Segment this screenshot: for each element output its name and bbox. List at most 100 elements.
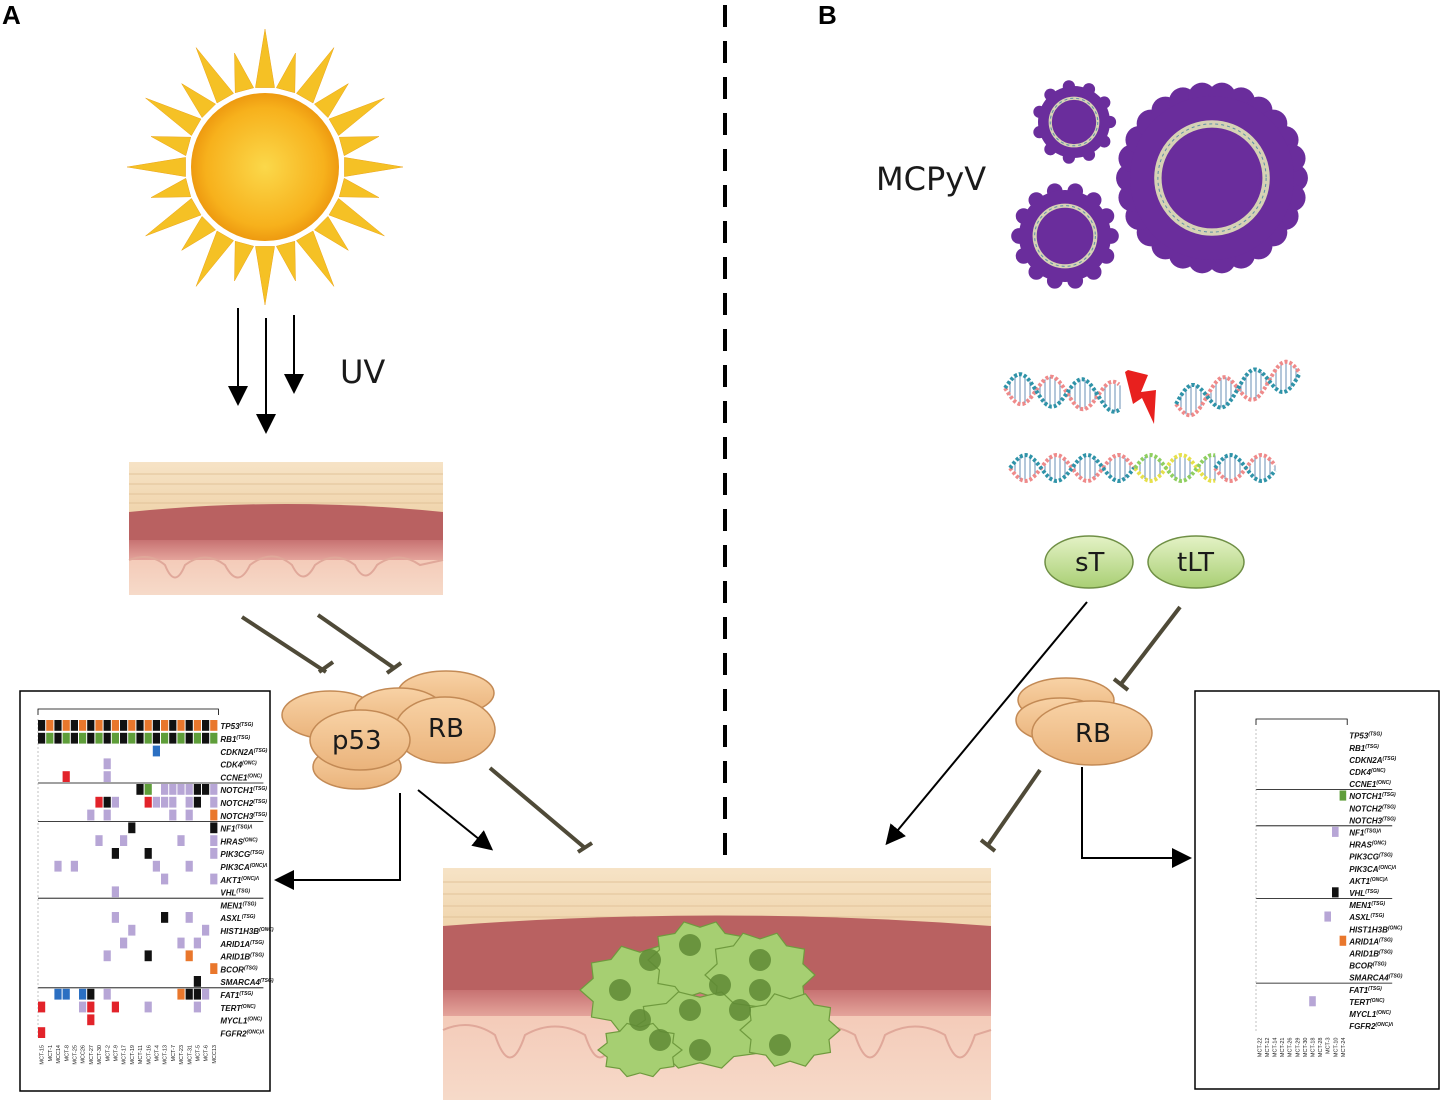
mutation-cell <box>185 732 193 744</box>
rb-inhibition-arrow <box>488 766 594 854</box>
mutation-cell <box>103 988 111 1000</box>
mutation-cell <box>161 796 169 808</box>
mutation-cell <box>177 835 185 846</box>
mutation-cell <box>152 860 160 872</box>
gene-label: MEN1(TSG) <box>1349 901 1385 910</box>
gene-label: ARID1A(TSG) <box>1348 937 1393 946</box>
sample-label: MCT-2 <box>105 1045 111 1062</box>
sample-label: MCT-11 <box>138 1045 144 1064</box>
sample-label: MCT-30 <box>97 1045 103 1065</box>
mutation-cell <box>193 796 201 808</box>
sample-label: MCT-7 <box>171 1045 177 1062</box>
mutation-cell <box>193 784 201 795</box>
gene-label: SMARCA4(TSG) <box>220 978 274 987</box>
uv-label: UV <box>340 353 385 391</box>
mutation-cell <box>136 784 144 795</box>
mutation-cell <box>210 835 218 846</box>
mutation-cell <box>210 784 218 795</box>
gene-label: NOTCH3(TSG) <box>1349 816 1396 825</box>
p53-rb-complex <box>281 670 496 790</box>
mutation-cell <box>161 732 169 744</box>
gene-label: NOTCH2(TSG) <box>220 799 267 808</box>
mutation-cell <box>144 732 152 744</box>
mutation-cell <box>128 720 136 731</box>
gene-label: HRAS(ONC) <box>1349 841 1386 850</box>
mutation-cell <box>210 873 218 885</box>
sample-label: MCC13 <box>212 1045 218 1064</box>
sample-label: MCT-12 <box>1265 1038 1271 1058</box>
mutation-cell <box>169 732 177 744</box>
gene-label: SMARCA4(TSG) <box>1349 974 1403 983</box>
mutation-cell <box>95 835 103 846</box>
mutation-cell <box>120 732 128 744</box>
mutation-cell <box>210 848 218 859</box>
sample-label: MCT-27 <box>89 1045 95 1065</box>
mutation-cell <box>177 784 185 795</box>
mutation-cell <box>161 720 169 731</box>
gene-label: CDK4(ONC) <box>220 761 257 770</box>
mutation-cell <box>1339 935 1347 946</box>
gene-label: BCOR(TSG) <box>1349 962 1387 971</box>
mutation-cell <box>185 860 193 872</box>
mutation-cell <box>1339 790 1347 801</box>
mutation-cell <box>210 796 218 808</box>
mutation-cell <box>128 822 136 834</box>
mutation-cell <box>210 720 218 731</box>
mutation-cell <box>54 720 62 731</box>
mutation-cell <box>185 950 193 962</box>
mutation-cell <box>185 720 193 731</box>
mutation-cell <box>87 809 95 821</box>
mutation-cell <box>62 771 70 782</box>
gene-label: VHL(TSG) <box>1349 889 1379 898</box>
mutation-cell <box>46 732 54 744</box>
sample-label: MCT-15 <box>40 1045 46 1065</box>
gene-label: NOTCH3(TSG) <box>220 812 267 821</box>
gene-label: MEN1(TSG) <box>220 901 256 910</box>
sample-label: MCT-3 <box>1326 1038 1332 1055</box>
gene-label: TERT(ONC) <box>1349 998 1385 1007</box>
mutation-cell <box>210 809 218 821</box>
mutation-cell <box>111 912 119 923</box>
mutation-cell <box>70 732 78 744</box>
mutation-cell <box>128 732 136 744</box>
mutation-cell <box>193 1001 201 1013</box>
mutation-cell <box>193 720 201 731</box>
mutation-cell <box>185 988 193 1000</box>
mutation-cell <box>62 988 70 1000</box>
mutation-cell <box>70 720 78 731</box>
mutation-cell <box>103 720 111 731</box>
mutation-cell <box>38 720 46 731</box>
gene-label: CDKN2A(TSG) <box>1349 756 1396 765</box>
mutation-cell <box>54 860 62 872</box>
gene-label: AKT1(ONC)Λ <box>1348 877 1388 886</box>
gene-label: HIST1H3B(ONC) <box>1349 925 1402 934</box>
sample-label: MCT-31 <box>187 1045 193 1065</box>
mutation-cell <box>128 924 136 936</box>
mutation-cell <box>144 950 152 962</box>
mutation-cell <box>161 784 169 795</box>
sample-label: MCT-10 <box>1333 1038 1339 1058</box>
mutation-cell <box>1332 826 1339 837</box>
sample-label: MCT-26 <box>1288 1038 1294 1058</box>
sample-label: MCC14 <box>56 1045 62 1064</box>
sample-label: MCC26 <box>81 1045 87 1064</box>
mutation-cell <box>152 732 160 744</box>
gene-label: ARID1A(TSG) <box>219 940 264 949</box>
mutation-cell <box>193 976 201 987</box>
mutation-cell <box>152 745 160 757</box>
mutation-cell <box>46 720 54 731</box>
mutation-cell <box>185 912 193 923</box>
mutation-cell <box>136 720 144 731</box>
sample-label: MCT-29 <box>1295 1038 1301 1058</box>
gene-label: ARID1B(TSG) <box>219 953 264 962</box>
mutation-cell <box>87 1014 95 1026</box>
mutation-cell <box>210 822 218 834</box>
rb-right-inhibition <box>979 768 1042 853</box>
gene-label: PIK3CA(ONC)Λ <box>220 863 268 872</box>
tlt-label: tLT <box>1177 548 1214 578</box>
mutation-cell <box>177 937 185 949</box>
sample-label: MCT-4 <box>155 1045 161 1062</box>
gene-label: AKT1(ONC)Λ <box>219 876 259 885</box>
skin-layer-left <box>128 462 444 595</box>
mutation-cell <box>202 924 210 936</box>
